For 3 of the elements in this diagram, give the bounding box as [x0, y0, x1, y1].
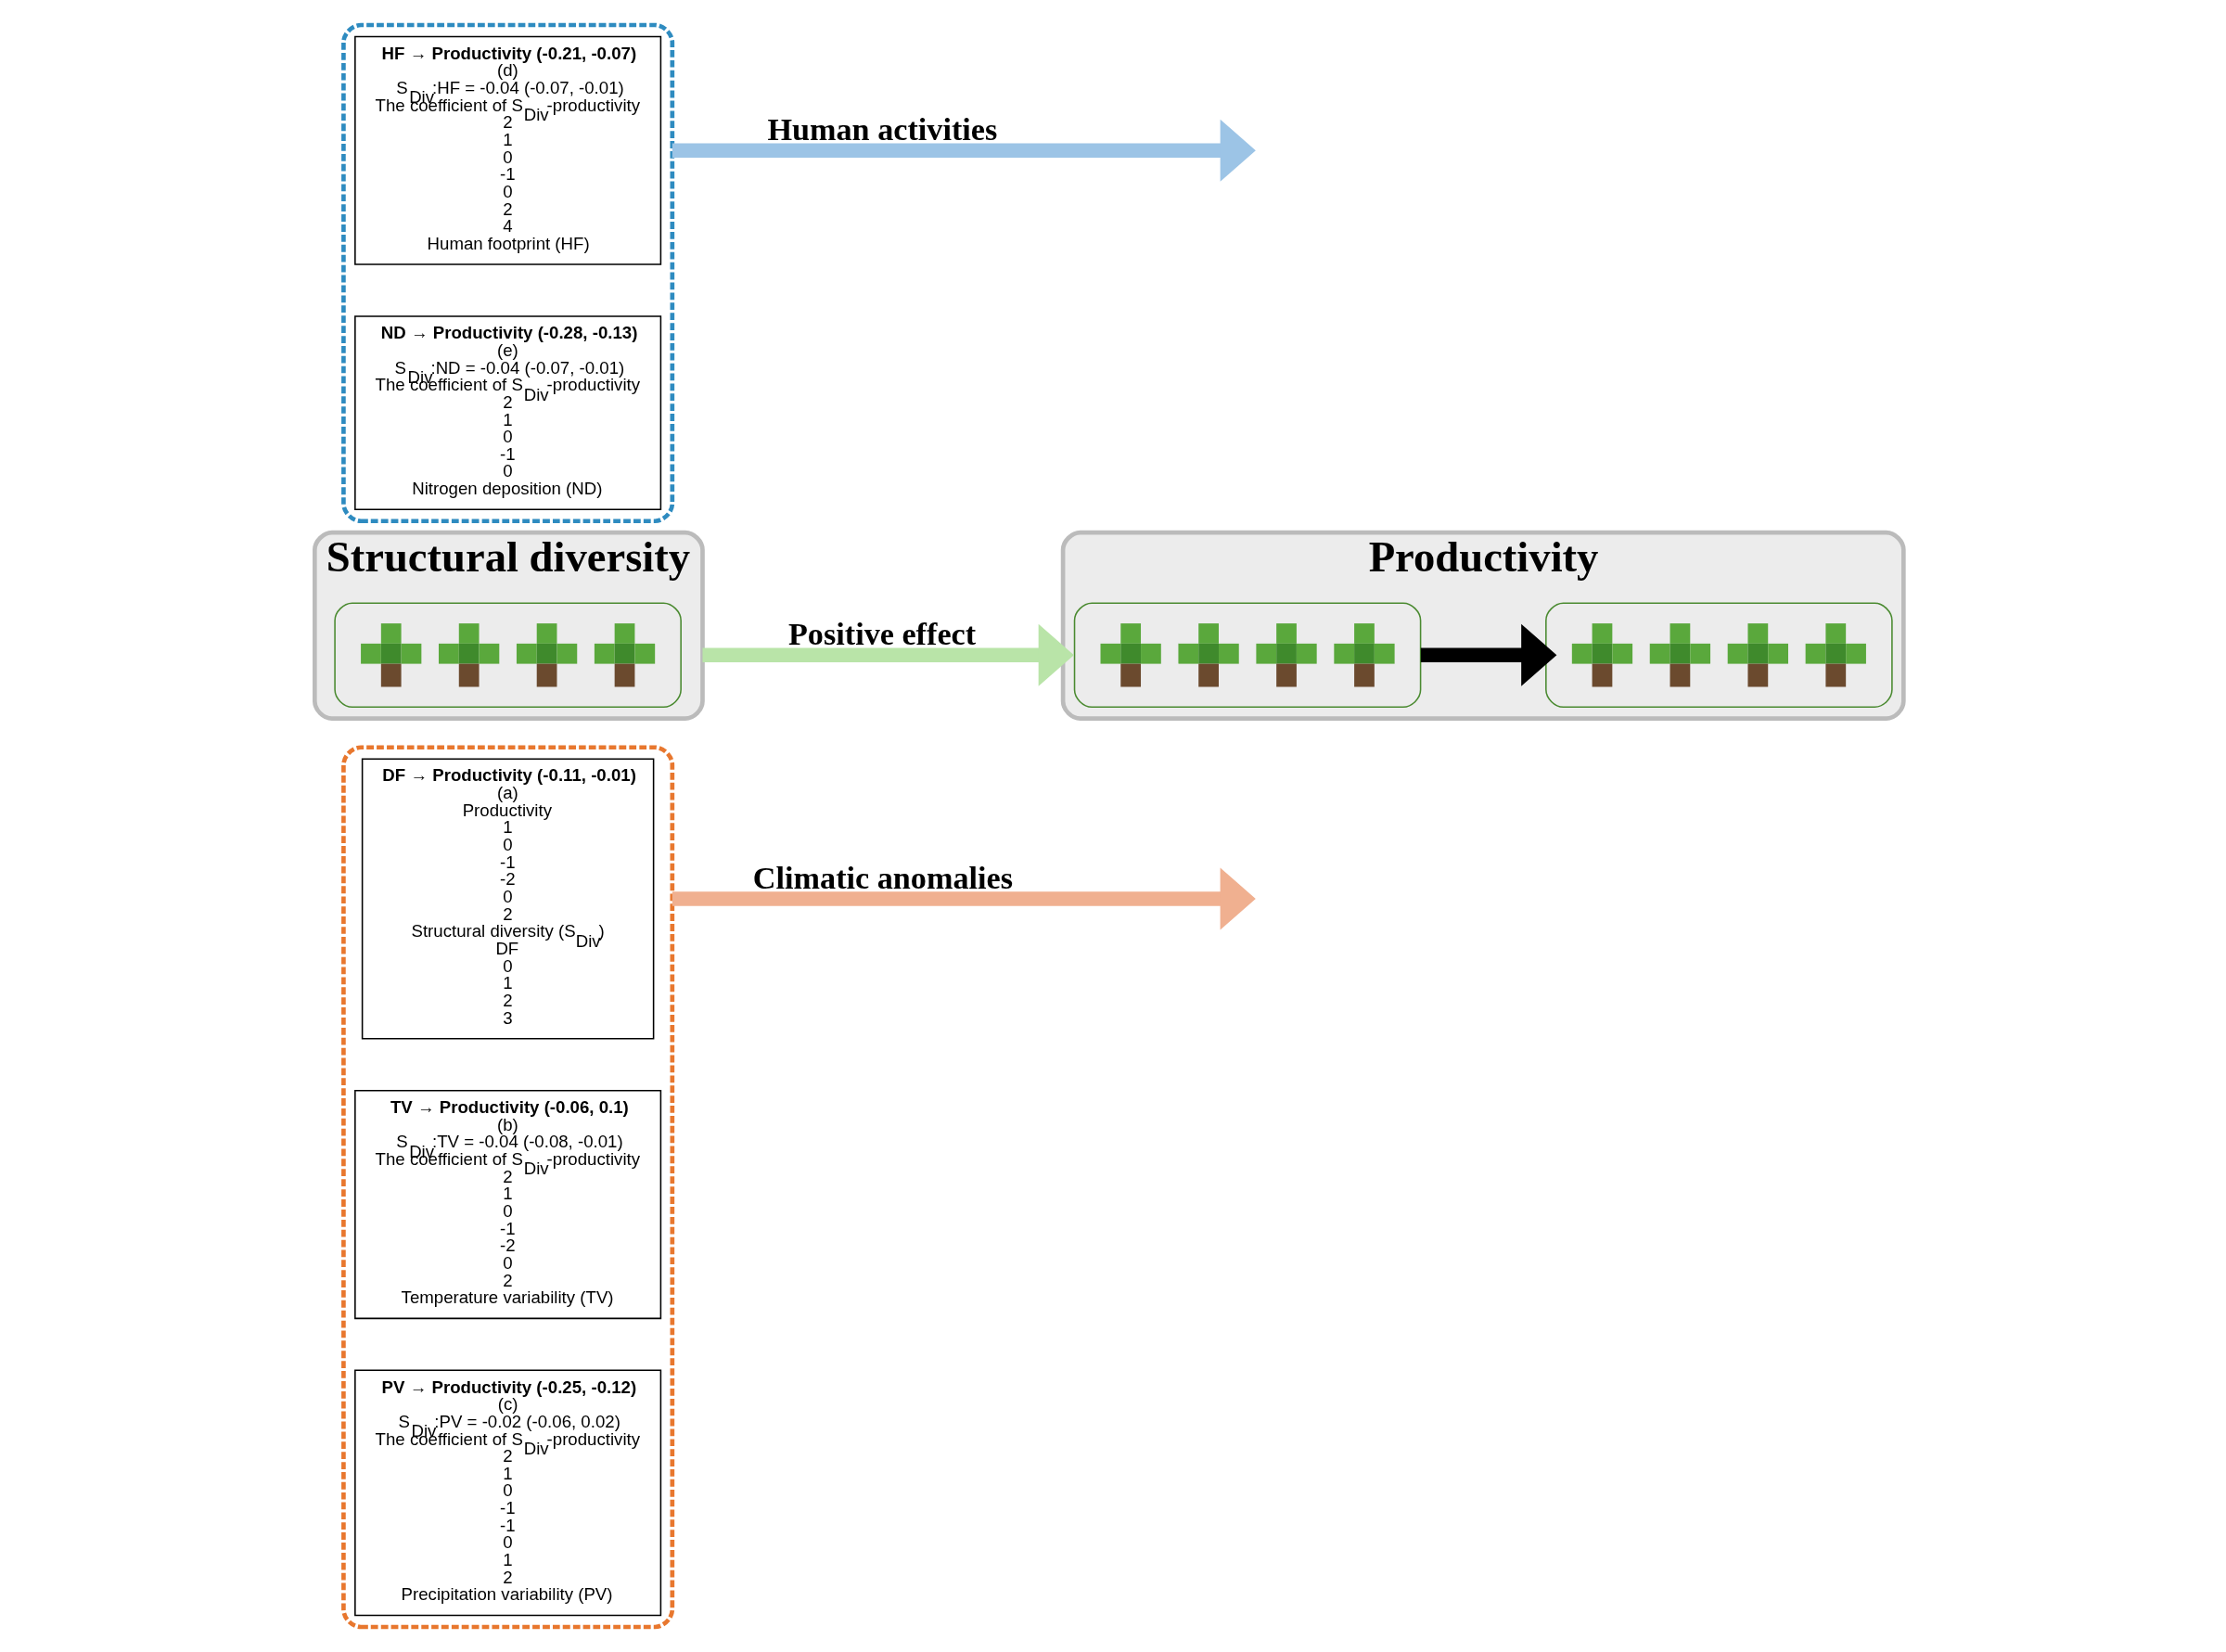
- edge-label: Climatic anomalies: [752, 860, 1013, 895]
- edge-label: Positive effect: [787, 616, 976, 651]
- edge-label: Human activities: [766, 111, 997, 147]
